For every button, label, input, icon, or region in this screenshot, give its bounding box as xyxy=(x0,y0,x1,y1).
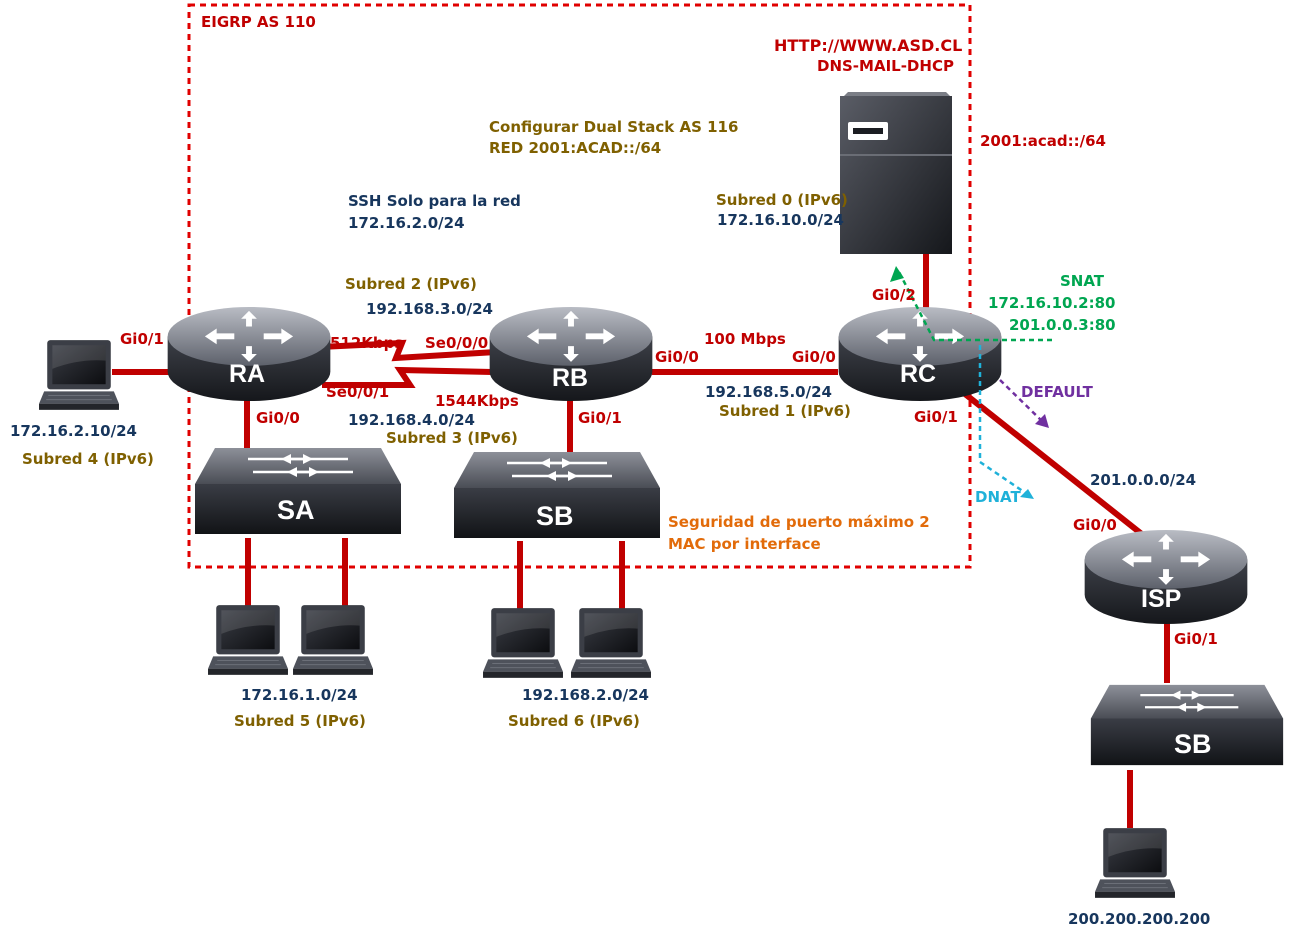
switch-sb-label: SB xyxy=(536,501,574,531)
isp-net: 201.0.0.0/24 xyxy=(1090,471,1197,489)
serial-link-bottom xyxy=(322,366,493,388)
rb-sb-port: Gi0/1 xyxy=(578,409,622,427)
dual-stack-line1: Configurar Dual Stack AS 116 xyxy=(489,118,739,136)
rb-rc-port-rc: Gi0/0 xyxy=(792,348,836,366)
rb-rc-port-rb: Gi0/0 xyxy=(655,348,699,366)
link-rc-isp xyxy=(958,387,1145,538)
rc-server-port: Gi0/2 xyxy=(872,286,916,304)
subnet0-net: 172.16.10.0/24 xyxy=(717,211,844,229)
isp-sb-port: Gi0/1 xyxy=(1174,630,1218,648)
snat-title: SNAT xyxy=(1060,272,1105,290)
serial-port-rb-top: Se0/0/0 xyxy=(425,334,489,352)
zone-title: EIGRP AS 110 xyxy=(201,13,316,31)
laptop-icon[interactable] xyxy=(292,604,374,676)
serial-speed-top: 512Kbps xyxy=(330,334,404,352)
snat-outside: 201.0.0.3:80 xyxy=(1009,316,1116,334)
switch-sb-isp-label: SB xyxy=(1174,729,1212,759)
security-line1: Seguridad de puerto máximo 2 xyxy=(668,513,930,531)
server-url: HTTP://WWW.ASD.CL xyxy=(774,36,963,55)
default-label: DEFAULT xyxy=(1021,383,1093,401)
subnet3-name: Subred 3 (IPv6) xyxy=(386,429,518,447)
laptop-icon[interactable] xyxy=(570,607,652,679)
default-arrow xyxy=(999,379,1046,425)
dual-stack-line2: RED 2001:ACAD::/64 xyxy=(489,139,662,157)
laptop-icon[interactable] xyxy=(482,607,564,679)
snat-arrow xyxy=(896,269,1052,342)
rc-isp-port-rc: Gi0/1 xyxy=(914,408,958,426)
subnet2-name: Subred 2 (IPv6) xyxy=(345,275,477,293)
sa-subnet: Subred 5 (IPv6) xyxy=(234,712,366,730)
ra-sa-port: Gi0/0 xyxy=(256,409,300,427)
subnet0-name: Subred 0 (IPv6) xyxy=(716,191,848,209)
sb-subnet: Subred 6 (IPv6) xyxy=(508,712,640,730)
nat-arrows xyxy=(896,269,1052,498)
isp-pc-ip: 200.200.200.200 xyxy=(1068,910,1211,928)
snat-inside: 172.16.10.2:80 xyxy=(988,294,1116,312)
router-isp-label: ISP xyxy=(1141,585,1182,613)
sa-net: 172.16.1.0/24 xyxy=(241,686,358,704)
links xyxy=(112,252,1170,828)
ssh-line2: 172.16.2.0/24 xyxy=(348,214,465,232)
security-line2: MAC por interface xyxy=(668,535,821,553)
dnat-label: DNAT xyxy=(975,488,1021,506)
pc-ra-subnet: Subred 4 (IPv6) xyxy=(22,450,154,468)
default-arrowhead xyxy=(1035,414,1049,428)
router-rc-label: RC xyxy=(900,360,937,388)
server-services: DNS-MAIL-DHCP xyxy=(817,57,954,75)
rb-rc-speed: 100 Mbps xyxy=(704,330,786,348)
pc-ra-ip: 172.16.2.10/24 xyxy=(10,422,137,440)
router-ra-label: RA xyxy=(229,360,266,388)
switch-sa-label: SA xyxy=(277,495,315,525)
laptop-icon[interactable] xyxy=(207,604,289,676)
dnat-arrow xyxy=(978,345,1031,498)
server-ipv6-net: 2001:acad::/64 xyxy=(980,132,1106,150)
subnet2-net: 192.168.3.0/24 xyxy=(366,300,493,318)
laptop-icon[interactable] xyxy=(38,339,120,411)
dnat-arrowhead xyxy=(1020,489,1034,499)
router-rb-label: RB xyxy=(552,364,589,392)
laptop-icon[interactable] xyxy=(1094,827,1176,899)
eigrp-zone-border xyxy=(187,3,972,569)
server-icon[interactable] xyxy=(840,92,952,254)
ra-pc-port: Gi0/1 xyxy=(120,330,164,348)
sb-net: 192.168.2.0/24 xyxy=(522,686,649,704)
serial-port-ra-bottom: Se0/0/1 xyxy=(326,383,390,401)
serial-link-top xyxy=(319,339,497,362)
isp-port-rc: Gi0/0 xyxy=(1073,516,1117,534)
subnet1-name: Subred 1 (IPv6) xyxy=(719,402,851,420)
serial-speed-bottom: 1544Kbps xyxy=(435,392,519,410)
subnet1-net: 192.168.5.0/24 xyxy=(705,383,832,401)
subnet3-net: 192.168.4.0/24 xyxy=(348,411,475,429)
snat-arrowhead xyxy=(890,266,904,282)
ssh-line1: SSH Solo para la red xyxy=(348,192,521,210)
